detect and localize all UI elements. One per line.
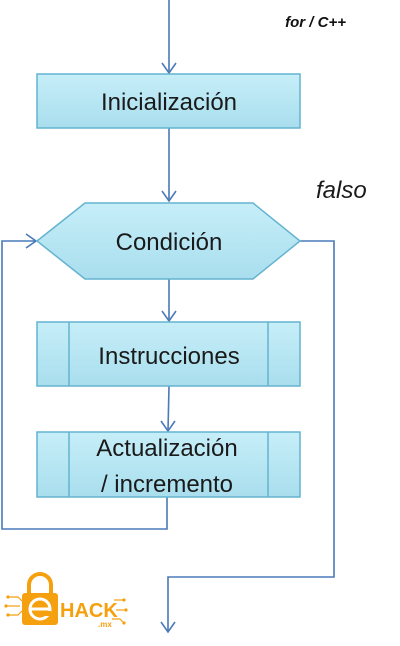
ehack-logo: HACK .mx xyxy=(4,572,128,629)
update-label-line1: Actualización xyxy=(96,435,237,462)
svg-text:.mx: .mx xyxy=(98,620,112,629)
false-exit-arrowhead xyxy=(160,621,176,634)
init-box xyxy=(36,73,301,129)
condition-label: Condición xyxy=(116,229,223,256)
entry-arrowhead xyxy=(161,62,177,75)
init-label: Inicialización xyxy=(101,89,237,116)
svg-text:HACK: HACK xyxy=(60,600,118,622)
update-label-line2: / incremento xyxy=(101,471,233,498)
instructions-box xyxy=(36,321,301,387)
instructions-to-update-arrow xyxy=(167,385,170,432)
diagram-title: for / C++ xyxy=(285,14,346,31)
init-to-condition-arrowhead xyxy=(161,190,177,203)
instructions-label: Instrucciones xyxy=(98,343,239,370)
condition-decision xyxy=(35,202,302,280)
update-box xyxy=(36,431,301,498)
false-exit-line xyxy=(167,240,335,632)
loop-back-line xyxy=(1,240,168,530)
condition-to-instructions-arrowhead xyxy=(161,310,177,323)
instructions-to-update-arrowhead xyxy=(160,420,176,433)
connectors xyxy=(1,0,335,634)
false-branch-label: falso xyxy=(316,177,367,204)
